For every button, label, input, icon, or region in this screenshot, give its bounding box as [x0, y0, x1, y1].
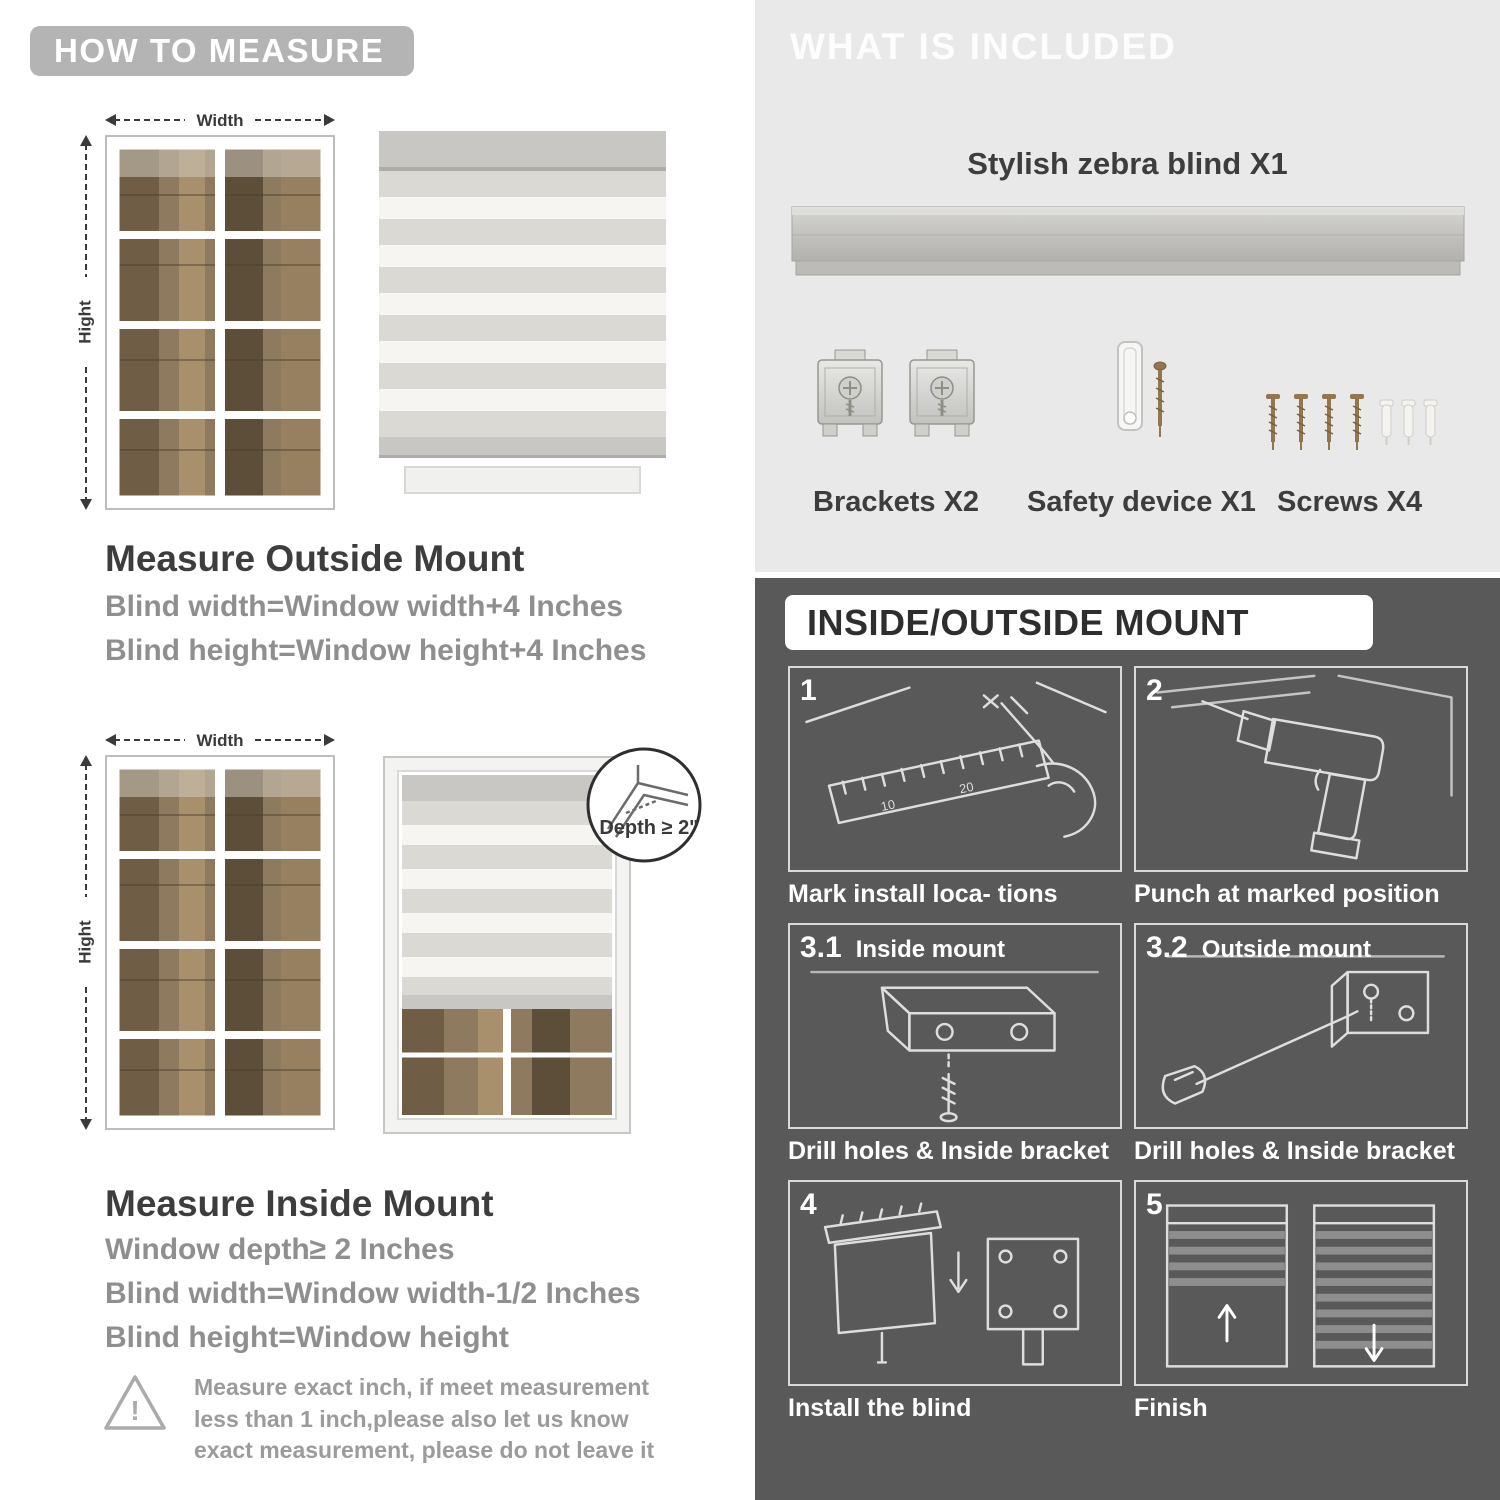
- height-arrow: Hight: [75, 755, 94, 1130]
- drill-illustration: [1156, 674, 1453, 860]
- window-illustration: [105, 755, 335, 1130]
- width-arrow: Width: [105, 111, 335, 130]
- step-number: 2: [1146, 674, 1163, 707]
- zebra-blind-label: Stylish zebra blind X1: [967, 146, 1288, 181]
- safety-device-label: Safety device X1: [1027, 486, 1256, 518]
- finish-illustration: [1165, 1204, 1436, 1368]
- step-3-1-box: 3.1 Inside mount: [788, 923, 1122, 1129]
- svg-text:20: 20: [958, 779, 975, 797]
- bracket-icon: [817, 349, 883, 437]
- width-arrow-label: Width: [196, 731, 243, 750]
- outside-mount-title: Measure Outside Mount: [105, 538, 525, 579]
- step-3-2-head: 3.2 Outside mount: [1146, 931, 1371, 965]
- step-5-box: 5: [1134, 1180, 1468, 1386]
- step-2-box: 2: [1134, 666, 1468, 872]
- bracket-icon: [909, 349, 975, 437]
- width-arrow-label: Width: [196, 111, 243, 130]
- step-3-1-head: 3.1 Inside mount: [800, 931, 1005, 965]
- inside-bracket-illustration: [810, 970, 1099, 1123]
- step-caption: Drill holes & Inside bracket: [1134, 1137, 1455, 1165]
- svg-text:10: 10: [879, 796, 896, 814]
- mount-header: INSIDE/OUTSIDE MOUNT: [785, 595, 1373, 650]
- screws-label: Screws X4: [1277, 486, 1423, 518]
- step-number: 1: [800, 674, 817, 707]
- brackets-label: Brackets X2: [813, 486, 980, 518]
- how-to-measure-header: HOW TO MEASURE: [30, 26, 414, 76]
- step-caption: Mark install loca- tions: [788, 880, 1058, 908]
- step-4-box: 4: [788, 1180, 1122, 1386]
- step-1: 1 10 20 Mark ins: [788, 666, 1122, 909]
- measure-warning: ! Measure exact inch, if meet measuremen…: [102, 1372, 682, 1467]
- what-is-included-section: WHAT IS INCLUDED Stylish zebra blind X1: [755, 0, 1500, 572]
- depth-detail-circle: [586, 747, 702, 863]
- step-2: 2 Punch at marked posi: [1134, 666, 1468, 909]
- step-number: 3.2: [1146, 931, 1188, 964]
- step-caption: Install the blind: [788, 1394, 972, 1422]
- how-to-measure-title: HOW TO MEASURE: [54, 32, 385, 69]
- warning-exclamation: !: [130, 1395, 139, 1426]
- height-arrow: Hight: [75, 135, 94, 510]
- mark-locations-illustration: 10 20: [805, 681, 1107, 838]
- step-3-1: 3.1 Inside mount: [788, 923, 1122, 1166]
- step-4-head: 4: [800, 1188, 831, 1222]
- height-arrow-label: Hight: [75, 920, 94, 964]
- step-caption: Punch at marked position: [1134, 880, 1440, 908]
- step-caption: Drill holes & Inside bracket: [788, 1137, 1109, 1165]
- step-2-head: 2: [1146, 674, 1177, 708]
- inside-mount-title: Measure Inside Mount: [105, 1183, 494, 1224]
- zebra-blind-headrail-image: [791, 206, 1465, 276]
- step-label: Outside mount: [1201, 936, 1372, 963]
- height-arrow-label: Hight: [75, 300, 94, 344]
- safety-device-icon: [1117, 341, 1167, 437]
- what-is-included-header: WHAT IS INCLUDED: [790, 26, 1177, 67]
- outside-mount-rule-height: Blind height=Window height+4 Inches: [105, 634, 647, 667]
- step-label: Inside mount: [855, 936, 1006, 963]
- step-1-head: 1: [800, 674, 831, 708]
- step-caption: Finish: [1134, 1394, 1208, 1422]
- inside-mount-rule-width: Blind width=Window width-1/2 Inches: [105, 1277, 641, 1310]
- step-4: 4 Install: [788, 1180, 1122, 1423]
- step-number: 5: [1146, 1188, 1163, 1221]
- mount-instructions-section: INSIDE/OUTSIDE MOUNT 1: [755, 578, 1500, 1500]
- inside-mount-rule-depth: Window depth≥ 2 Inches: [105, 1233, 455, 1266]
- outside-bracket-illustration: [1161, 955, 1445, 1105]
- depth-label: Depth ≥ 2": [599, 817, 699, 839]
- window-illustration: [105, 135, 335, 510]
- mount-header-title: INSIDE/OUTSIDE MOUNT: [807, 601, 1250, 643]
- step-3-2-box: 3.2 Outside mount: [1134, 923, 1468, 1129]
- step-number: 3.1: [800, 931, 842, 964]
- step-3-2: 3.2 Outside mount Drill: [1134, 923, 1468, 1166]
- outside-mount-rule-width: Blind width=Window width+4 Inches: [105, 590, 624, 623]
- zebra-blind-illustration: [379, 131, 666, 494]
- width-arrow: Width: [105, 731, 335, 750]
- install-blind-illustration: [823, 1202, 1080, 1366]
- inside-mount-diagram: Width Hight: [70, 723, 720, 1163]
- inside-mount-rule-height: Blind height=Window height: [105, 1321, 509, 1354]
- step-1-box: 1 10 20: [788, 666, 1122, 872]
- step-number: 4: [800, 1188, 817, 1221]
- screws-icon: [1266, 394, 1438, 450]
- outside-mount-diagram: Width Hight: [70, 103, 690, 523]
- warning-text: Measure exact inch, if meet measurement …: [194, 1374, 655, 1464]
- warning-triangle-icon: !: [104, 1375, 166, 1430]
- step-5-head: 5: [1146, 1188, 1177, 1222]
- mount-steps-grid: 1 10 20 Mark ins: [788, 666, 1470, 1423]
- step-5: 5: [1134, 1180, 1468, 1423]
